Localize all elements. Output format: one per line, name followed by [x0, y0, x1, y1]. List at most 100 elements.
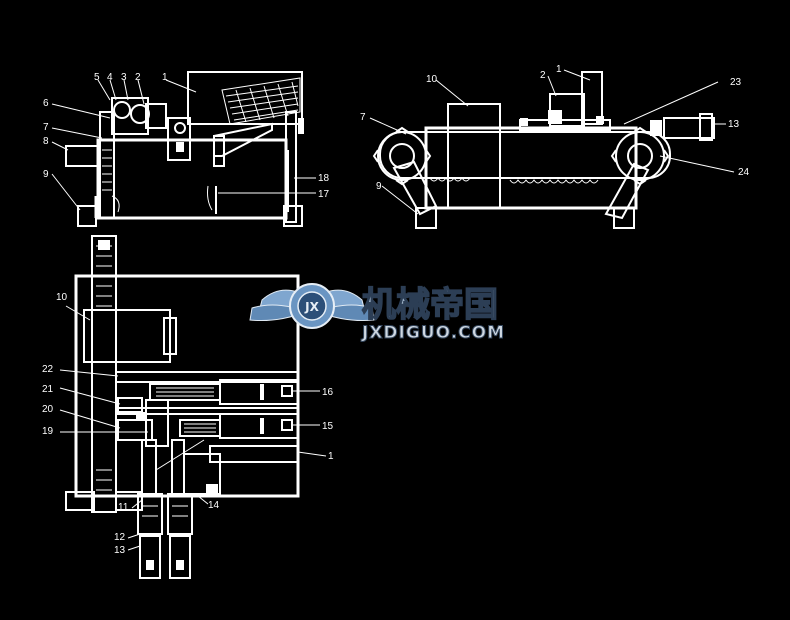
front-leaders [51, 79, 316, 211]
middle-bar [115, 407, 299, 415]
label-tp-10: 10 [56, 292, 68, 303]
watermark-logo-letters: JX [304, 300, 319, 314]
label-fl-1: 1 [162, 72, 168, 83]
label-sr-1: 1 [556, 64, 562, 75]
label-fl-18: 18 [318, 173, 330, 184]
sprocket-left-teeth [372, 126, 432, 186]
hopper-box [187, 71, 303, 125]
cylinder-16-spring [156, 387, 214, 397]
cylinder-15-spring [184, 423, 216, 433]
plan-leaders [59, 305, 327, 551]
gear-circle-2 [130, 104, 150, 124]
top-bolt-1 [520, 118, 528, 126]
label-fl-7: 7 [43, 122, 49, 133]
plan-foot-right [115, 491, 143, 511]
arm-left [392, 160, 438, 216]
foot-right [283, 205, 303, 227]
label-tp-1: 1 [328, 451, 334, 462]
extension-13-end [699, 113, 713, 141]
main-frame [96, 138, 288, 220]
conveyor-belt [379, 131, 671, 179]
front-view: 5 4 3 2 1 6 7 8 9 18 17 [43, 71, 330, 227]
label-fl-9: 9 [43, 169, 49, 180]
right-column [285, 111, 297, 223]
plan-view: 10 22 21 20 19 16 15 1 11 14 12 13 [42, 235, 334, 579]
label-sr-2: 2 [540, 70, 546, 81]
upright-1 [581, 71, 603, 125]
chute-support [213, 135, 225, 167]
label-fl-5: 5 [94, 72, 100, 83]
cam-housing [167, 117, 191, 161]
label-fl-6: 6 [43, 98, 49, 109]
foot-left [77, 205, 97, 227]
belt-curve-2 [207, 185, 213, 211]
column-bracket [298, 118, 304, 134]
label-fl-8: 8 [43, 136, 49, 147]
motor-2-foot [548, 110, 562, 124]
sprocket-left-hub [389, 143, 415, 169]
label-tp-16: 16 [322, 387, 334, 398]
belt-curve [111, 195, 120, 213]
cylinder-15-head [219, 413, 299, 439]
cylinder-15-cap [281, 419, 293, 431]
side-foot-right [613, 207, 635, 229]
bracket-14-foot [206, 484, 218, 494]
gear-circle-1 [113, 101, 131, 119]
side-foot-left [415, 207, 437, 229]
plate-1 [209, 445, 299, 463]
label-fl-3: 3 [121, 72, 127, 83]
watermark-en: JXDIGUO.COM [361, 323, 505, 343]
block-12-right [167, 493, 193, 535]
bearing-21 [117, 397, 143, 413]
hopper-mesh [221, 77, 301, 125]
motor-block [145, 103, 167, 129]
label-sr-7: 7 [360, 112, 366, 123]
top-bolt-2 [596, 116, 604, 124]
label-fl-17: 17 [318, 189, 330, 200]
left-bracket [65, 145, 99, 167]
side-view: 1 2 10 23 7 13 9 24 [360, 64, 750, 229]
block-13-left [139, 535, 161, 579]
arm-right [604, 162, 650, 220]
cam-shaft [176, 142, 184, 152]
side-frame [424, 126, 638, 210]
cam-circle [174, 122, 186, 134]
watermark: JX 机械帝国 JXDIGUO.COM [249, 283, 505, 344]
label-tp-11: 11 [118, 502, 129, 513]
label-tp-15: 15 [322, 421, 334, 432]
label-sr-23: 23 [730, 77, 742, 88]
belt-teeth [429, 177, 599, 184]
block-13-right-pin [176, 560, 184, 570]
block-10 [447, 103, 501, 209]
bracket-14 [183, 453, 221, 495]
block-13-left-pin [146, 560, 154, 570]
label-sr-13: 13 [728, 119, 740, 130]
bearing-20 [117, 419, 153, 441]
cylinder-16-cap [281, 385, 293, 397]
extension-13 [663, 117, 715, 139]
label-tp-14: 14 [208, 500, 220, 511]
sprocket-right [615, 131, 665, 181]
cylinder-16-divider [260, 384, 264, 400]
sprocket-right-hub [627, 143, 653, 169]
chain-column [99, 111, 115, 219]
side-leaders [369, 69, 735, 215]
label-tp-20: 20 [42, 404, 54, 415]
chain-top-cap [98, 240, 110, 250]
watermark-cn: 机械帝国 [362, 285, 498, 325]
label-tp-19: 19 [42, 426, 54, 437]
plan-foot-left [65, 491, 95, 511]
bearing-block [136, 412, 146, 420]
extension-clamp [650, 120, 662, 136]
sprocket-right-teeth [610, 126, 670, 186]
shaft-right [171, 439, 185, 495]
shaft-left [141, 439, 157, 495]
label-tp-21: 21 [42, 384, 54, 395]
label-fl-2: 2 [135, 72, 141, 83]
plan-block-10-end [163, 317, 177, 355]
label-sr-9: 9 [376, 181, 382, 192]
label-sr-24: 24 [738, 167, 750, 178]
label-tp-22: 22 [42, 364, 54, 375]
block-13-right [169, 535, 191, 579]
